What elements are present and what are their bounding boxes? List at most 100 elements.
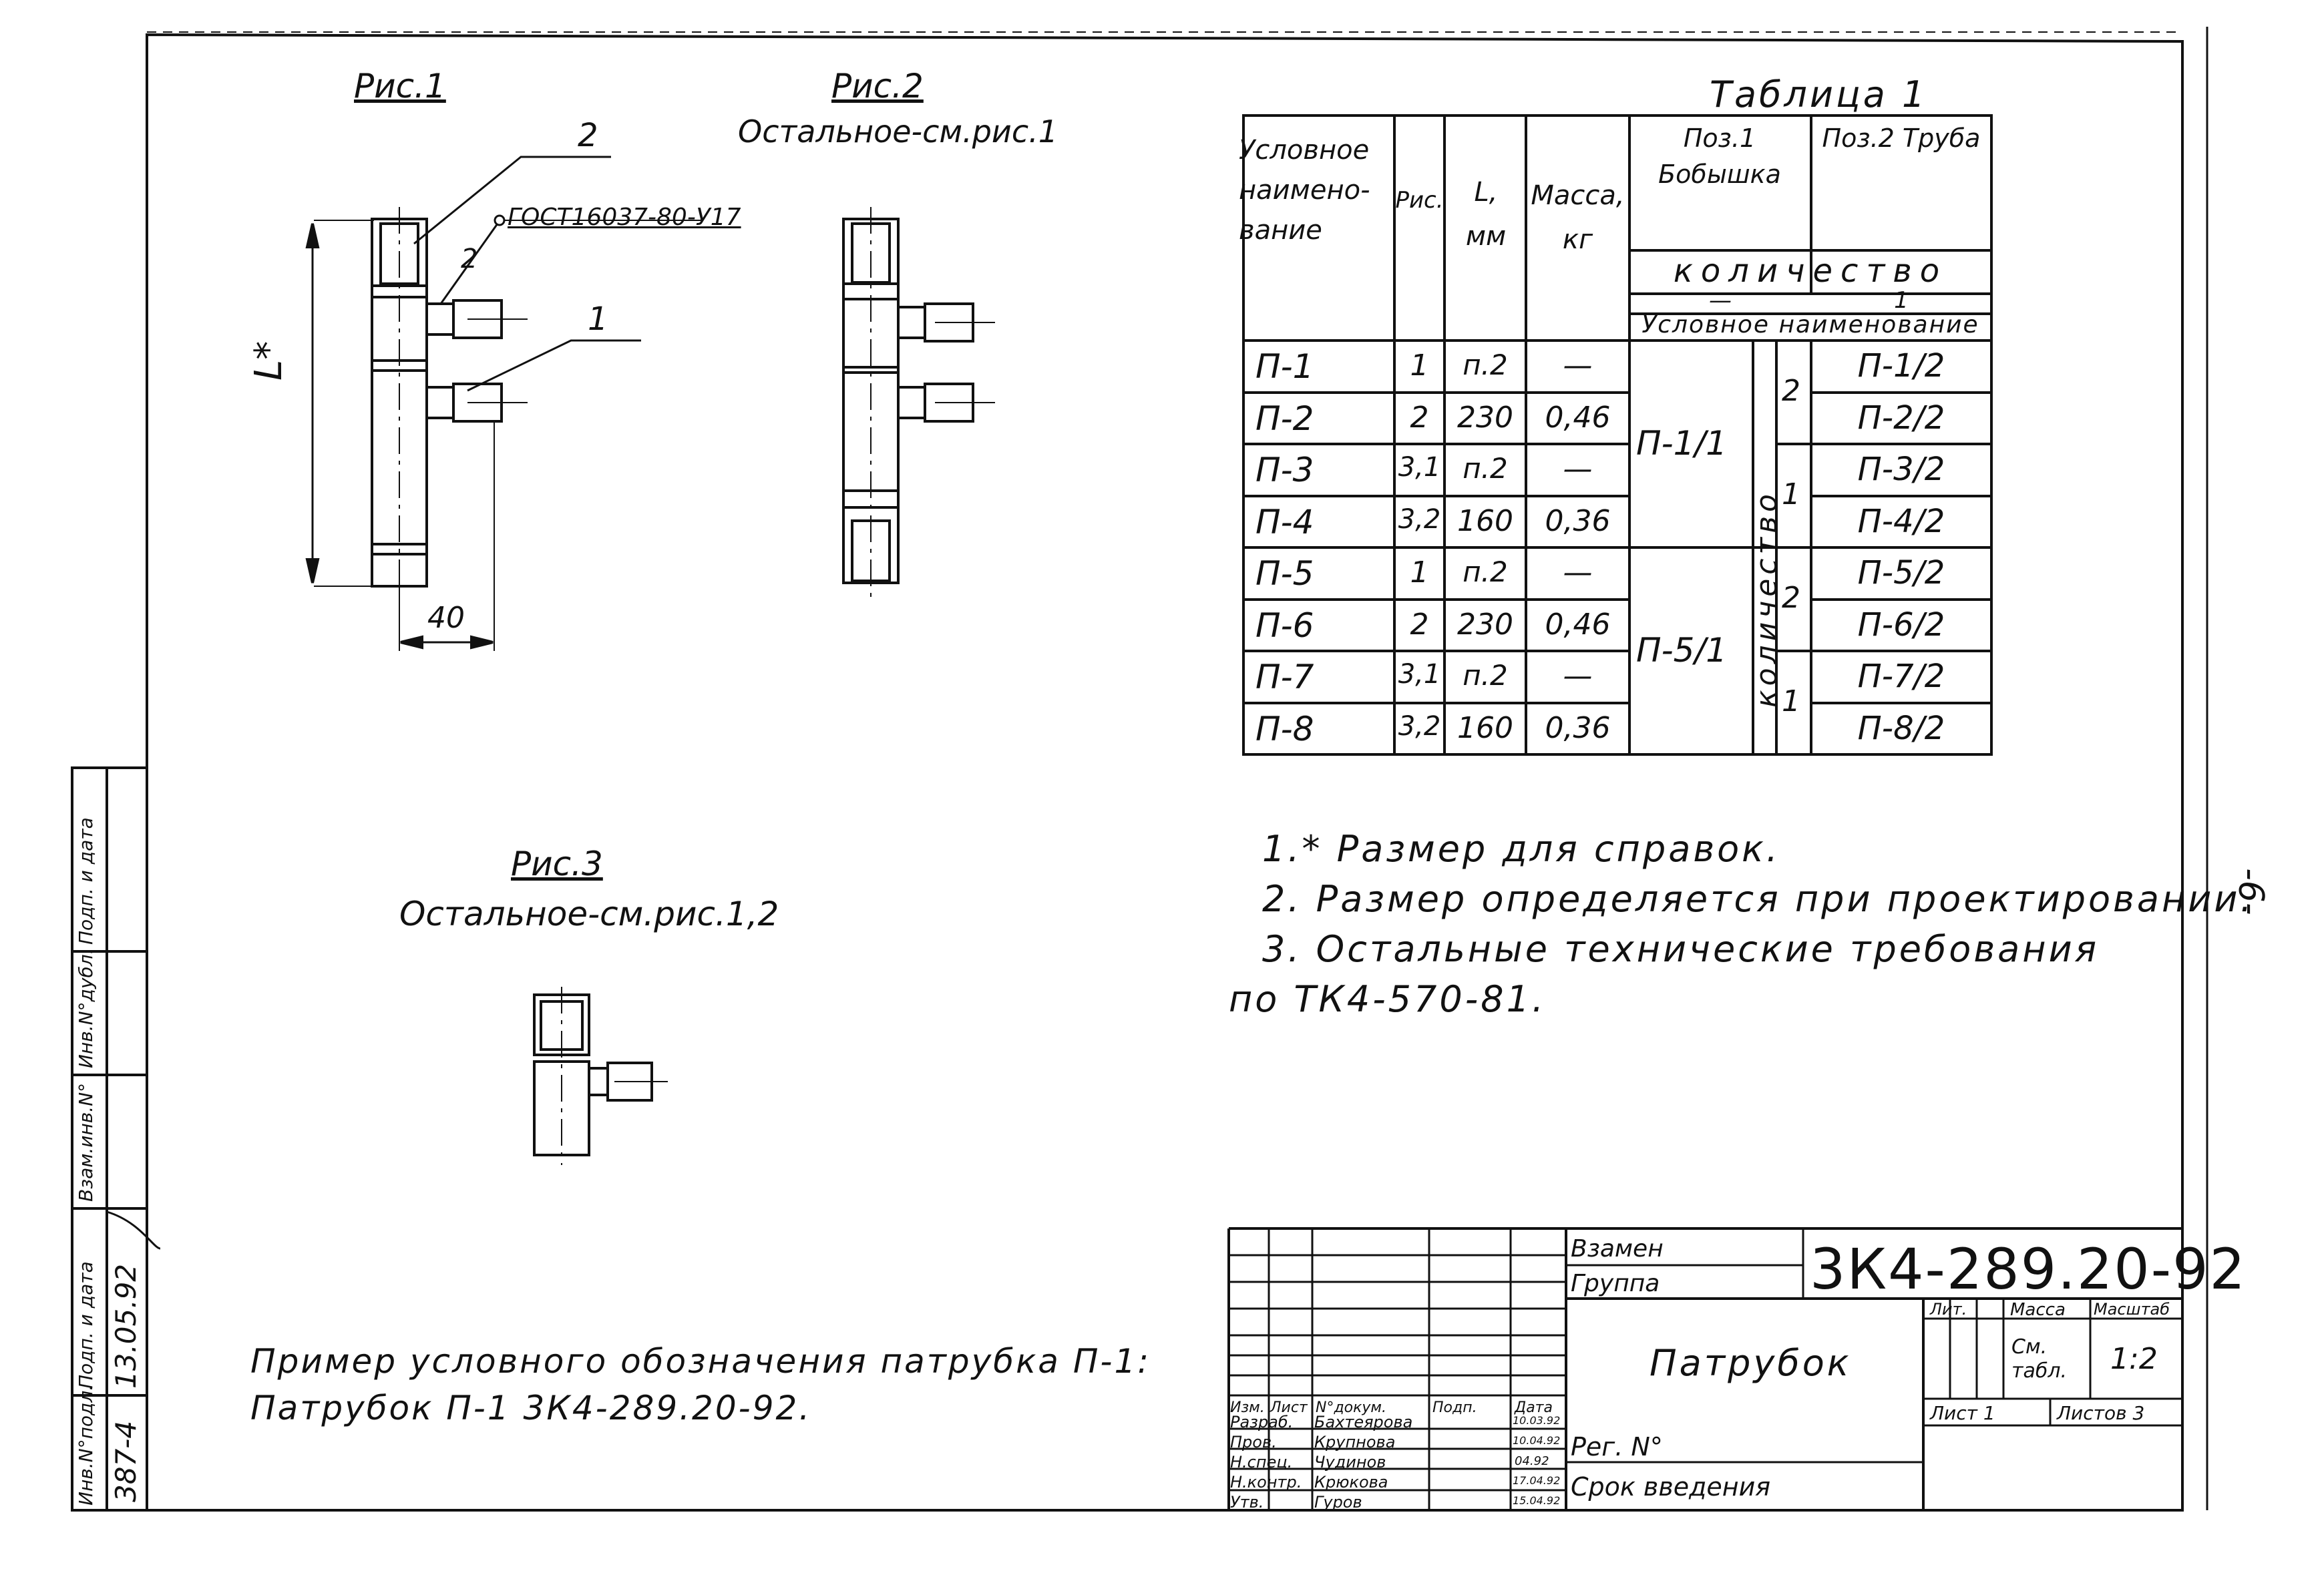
th-cond-name: Условное наименование <box>1641 311 1979 338</box>
row-3-pipe: П-3/2 <box>1857 451 1945 488</box>
th-fig: Рис. <box>1395 187 1444 214</box>
row-7-mass: — <box>1563 659 1593 693</box>
row-2-L: 230 <box>1457 401 1513 435</box>
tb-col-izm: Изм. <box>1230 1399 1265 1416</box>
group-1-count-a: 2 <box>1782 374 1800 408</box>
row-6-mass: 0,46 <box>1545 608 1611 642</box>
row-2-mass: 0,46 <box>1545 401 1611 435</box>
tb-date-4: 17.04.92 <box>1513 1474 1561 1487</box>
tb-person-4: Крюкова <box>1314 1473 1388 1492</box>
tb-role-2: Пров. <box>1230 1433 1277 1451</box>
example-line-2: Патрубок П-1 3К4-289.20-92. <box>250 1389 812 1427</box>
row-2-fig: 2 <box>1410 401 1429 435</box>
th-designation: Условное наимено-вание <box>1239 135 1370 246</box>
row-1-fig: 1 <box>1410 349 1429 383</box>
th-vertical-qty: количество <box>1750 490 1784 708</box>
tb-sheets: Листов 3 <box>2057 1402 2145 1424</box>
tb-date-3: 04.92 <box>1515 1454 1549 1468</box>
tb-scale-value: 1:2 <box>2110 1342 2158 1376</box>
row-4-fig: 3,2 <box>1398 504 1441 535</box>
note-2: 2. Размер определяется при проектировани… <box>1262 878 2255 920</box>
note-3: 3. Остальные технические требования <box>1262 928 2100 970</box>
row-1-L: п.2 <box>1463 349 1508 381</box>
tb-reg-no: Рег. N° <box>1571 1432 1663 1461</box>
tb-role-3: Н.спец. <box>1230 1453 1293 1471</box>
fig1-dim-40: 40 <box>427 601 465 635</box>
th-pos2: Поз.2 Труба <box>1822 124 1981 153</box>
row-3-name: П-3 <box>1255 451 1314 489</box>
row-7-pipe: П-7/2 <box>1857 658 1945 695</box>
stamp-label-sign-1: Подп. и дата <box>75 1261 97 1389</box>
fig1-weld-ref: ГОСТ16037-80-У17 <box>508 204 741 231</box>
row-1-pipe: П-1/2 <box>1857 347 1945 385</box>
row-4-mass: 0,36 <box>1545 504 1611 538</box>
fig1-leader-2-label: 2 <box>578 117 598 154</box>
fig2-subtitle: Остальное-см.рис.1 <box>738 114 1058 150</box>
tb-col-doc: N°докум. <box>1316 1399 1387 1416</box>
group-1-name: П-1/1 <box>1636 424 1728 463</box>
row-3-fig: 3,1 <box>1398 452 1441 483</box>
row-5-name: П-5 <box>1255 554 1314 593</box>
table-title: Таблица 1 <box>1710 73 1928 116</box>
tb-col-date: Дата <box>1515 1399 1553 1416</box>
tb-mass-label: Масса <box>2010 1300 2066 1320</box>
group-2-count-a: 2 <box>1782 581 1800 615</box>
th-length: L, мм <box>1465 177 1507 252</box>
note-1: 1.* Размер для справок. <box>1262 828 1780 870</box>
row-4-pipe: П-4/2 <box>1857 503 1945 540</box>
row-6-fig: 2 <box>1410 608 1429 642</box>
fig2-title: Рис.2 <box>831 67 924 105</box>
row-1-name: П-1 <box>1255 347 1314 386</box>
tb-name: Патрубок <box>1650 1342 1852 1384</box>
example-line-1: Пример условного обозначения патрубка П-… <box>250 1342 1151 1381</box>
row-6-pipe: П-6/2 <box>1857 606 1945 644</box>
stamp-value-inv: 387-4 <box>110 1420 142 1502</box>
group-2-name: П-5/1 <box>1636 631 1728 670</box>
tb-col-list: Лист <box>1270 1399 1308 1416</box>
row-5-pipe: П-5/2 <box>1857 554 1945 592</box>
row-5-L: п.2 <box>1463 555 1508 588</box>
tb-group: Группа <box>1571 1270 1660 1297</box>
tb-person-2: Крупнова <box>1314 1433 1396 1451</box>
row-7-fig: 3,1 <box>1398 659 1441 690</box>
tb-date-5: 15.04.92 <box>1513 1494 1561 1507</box>
th-qty-pos2: 1 <box>1894 287 1909 314</box>
tb-replaces: Взамен <box>1571 1235 1664 1263</box>
row-5-mass: — <box>1563 555 1593 590</box>
figure-1 <box>305 156 701 651</box>
stamp-label-dup-inv: Инв.N°дубл. <box>75 948 97 1068</box>
tb-scale-label: Масштаб <box>2094 1300 2170 1319</box>
group-2-count-b: 1 <box>1782 684 1800 718</box>
stamp-label-repl-inv: Взам.инв.N° <box>75 1082 97 1202</box>
tb-intro-date: Срок введения <box>1571 1472 1771 1502</box>
side-stamp-grid <box>71 766 161 1512</box>
row-4-L: 160 <box>1457 504 1513 538</box>
spec-table-grid <box>1242 114 1993 756</box>
group-1-count-b: 1 <box>1782 477 1800 511</box>
tb-sheet: Лист 1 <box>1930 1402 1995 1424</box>
row-6-name: П-6 <box>1255 606 1314 645</box>
fig1-weld-leg: 2 <box>461 244 478 274</box>
tb-date-1: 10.03.92 <box>1513 1414 1561 1427</box>
tb-lit: Лит. <box>1930 1300 1967 1319</box>
page-number: -6- <box>2231 868 2271 915</box>
row-3-L: п.2 <box>1463 452 1508 485</box>
row-6-L: 230 <box>1457 608 1513 642</box>
row-8-pipe: П-8/2 <box>1857 710 1945 747</box>
row-3-mass: — <box>1563 452 1593 486</box>
row-5-fig: 1 <box>1410 555 1429 590</box>
tb-col-sign: Подп. <box>1432 1399 1477 1416</box>
row-7-name: П-7 <box>1255 658 1314 696</box>
note-4: по ТК4-570-81. <box>1229 978 1547 1020</box>
tb-role-5: Утв. <box>1230 1493 1264 1512</box>
row-2-name: П-2 <box>1255 399 1314 438</box>
tb-date-2: 10.04.92 <box>1513 1434 1561 1447</box>
tb-role-1: Разраб. <box>1230 1413 1294 1431</box>
row-2-pipe: П-2/2 <box>1857 399 1945 437</box>
stamp-label-sign-2: Подп. и дата <box>75 817 97 945</box>
tb-person-5: Гуров <box>1314 1493 1362 1512</box>
th-mass: Масса, кг <box>1531 180 1625 255</box>
fig1-leader-1-label: 1 <box>588 300 608 338</box>
tb-code: 3К4-289.20-92 <box>1810 1236 2247 1302</box>
